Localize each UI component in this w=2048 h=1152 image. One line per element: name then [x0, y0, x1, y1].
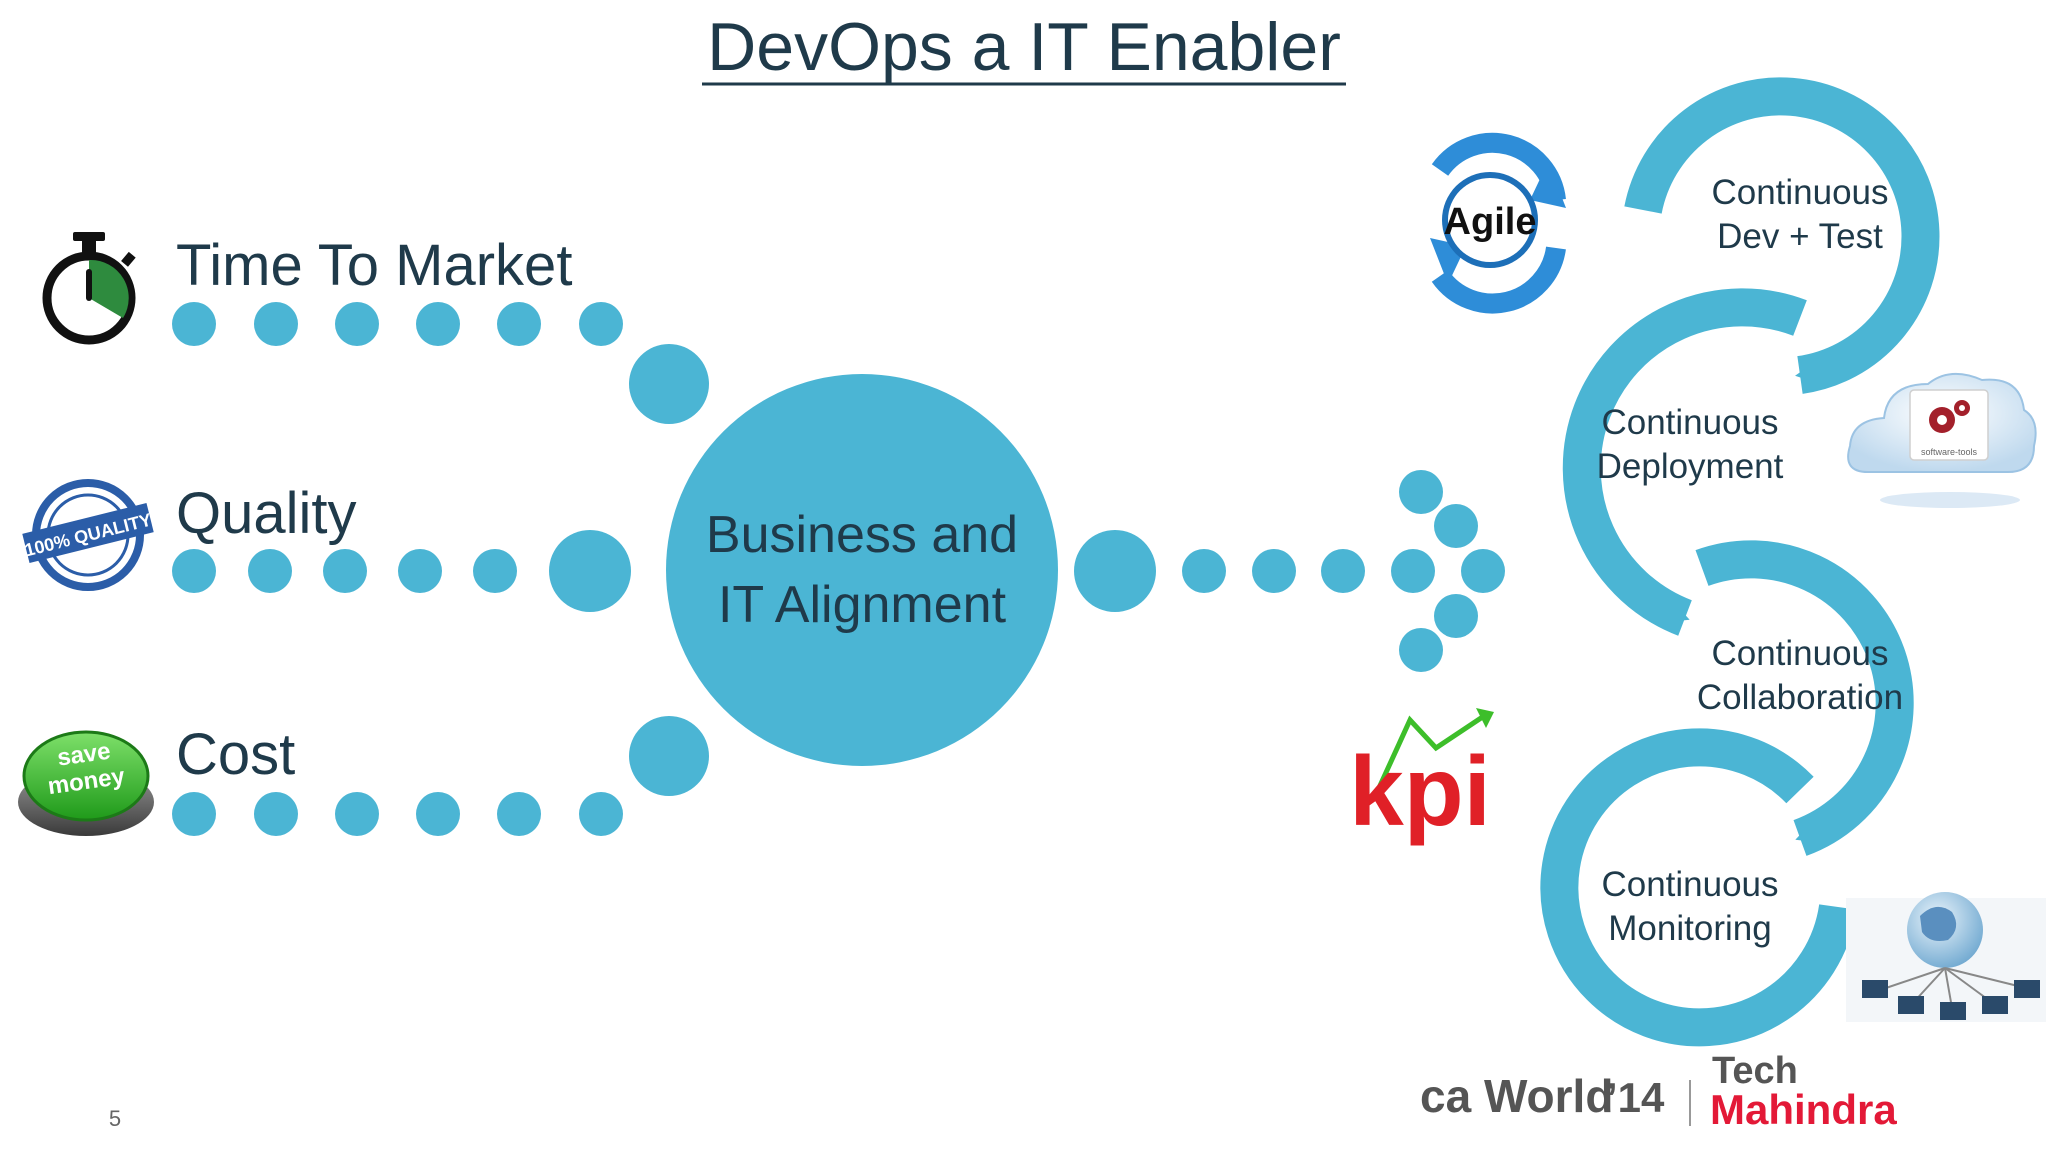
page-number: 5: [109, 1106, 121, 1131]
cycle-arc-deployment: [1562, 288, 1807, 636]
flow-dot: [1182, 549, 1226, 593]
center-text-line1: Business and: [706, 506, 1018, 564]
cycle-step-line1: Continuous: [1711, 173, 1888, 212]
flow-dot: [254, 302, 298, 346]
flow-dot: [579, 792, 623, 836]
cycle-step-line1: Continuous: [1601, 403, 1778, 442]
flow-dot: [335, 792, 379, 836]
flow-dot: [172, 549, 216, 593]
cycle-step-dev-test: Continuous Dev + Test: [1711, 173, 1888, 256]
tech-text: Tech: [1712, 1050, 1798, 1092]
cycle-arc-collaboration: [1695, 540, 1914, 856]
kpi-label: kpi: [1349, 736, 1491, 846]
agile-icon: Agile: [1430, 132, 1566, 314]
business-it-alignment: Business and IT Alignment: [666, 374, 1058, 766]
flow-dot: [1399, 628, 1443, 672]
flow-dot: [398, 549, 442, 593]
cloud-tools-icon: software-tools: [1847, 373, 2037, 508]
flow-dot: [254, 792, 298, 836]
driver-label: Cost: [176, 722, 295, 787]
center-circle: [666, 374, 1058, 766]
ca-world-logo: ca World ’14: [1420, 1070, 1665, 1122]
center-text-line2: IT Alignment: [718, 576, 1007, 634]
flow-dot: [1399, 470, 1443, 514]
flow-dot: [1391, 549, 1435, 593]
flow-dot: [172, 792, 216, 836]
flow-dot: [497, 302, 541, 346]
slide-title: DevOps a IT Enabler: [707, 9, 1341, 85]
cloud-caption: software-tools: [1921, 447, 1978, 457]
driver-cost: save money Cost: [18, 722, 295, 836]
flow-dots-output: [1074, 470, 1505, 672]
flow-dot: [416, 792, 460, 836]
flow-dots-time-to-market: [172, 302, 709, 424]
flow-dot-large: [549, 530, 631, 612]
driver-quality: 100% QUALITY Quality: [22, 477, 357, 593]
driver-label: Quality: [176, 481, 357, 546]
flow-dot: [335, 302, 379, 346]
cycle-step-monitoring: Continuous Monitoring: [1601, 865, 1778, 948]
flow-dot: [1434, 504, 1478, 548]
flow-dot: [497, 792, 541, 836]
ca-world-year: ’14: [1606, 1074, 1665, 1121]
tech-mahindra-logo: Tech Mahindra: [1710, 1050, 1897, 1133]
flow-dot: [416, 302, 460, 346]
cycle-step-collaboration: Continuous Collaboration: [1697, 634, 1903, 717]
flow-dot: [323, 549, 367, 593]
cycle-step-line2: Monitoring: [1608, 909, 1771, 948]
flow-dot-large: [629, 716, 709, 796]
quality-seal-icon: 100% QUALITY: [22, 477, 154, 593]
flow-dot: [579, 302, 623, 346]
cycle-arc-monitoring: [1540, 728, 1857, 1047]
flow-dot: [473, 549, 517, 593]
network-globe-icon: [1846, 892, 2046, 1022]
flow-dots-quality: [172, 530, 631, 612]
flow-dot: [172, 302, 216, 346]
cycle-arc-dev-test: [1624, 77, 1940, 394]
flow-dot: [248, 549, 292, 593]
cycle-step-line1: Continuous: [1711, 634, 1888, 673]
flow-dot-large: [1074, 530, 1156, 612]
ca-world-text: ca World: [1420, 1070, 1613, 1122]
flow-dots-cost: [172, 716, 709, 836]
stopwatch-icon: [42, 232, 136, 345]
flow-dot: [1321, 549, 1365, 593]
flow-dot: [1434, 594, 1478, 638]
cycle-step-line2: Collaboration: [1697, 678, 1903, 717]
flow-dot-large: [629, 344, 709, 424]
cycle-step-line1: Continuous: [1601, 865, 1778, 904]
agile-label: Agile: [1444, 201, 1537, 243]
kpi-icon: kpi: [1349, 708, 1494, 846]
flow-dot: [1461, 549, 1505, 593]
cycle-step-line2: Dev + Test: [1717, 217, 1883, 256]
save-money-button-icon: save money: [18, 730, 154, 836]
cycle-step-deployment: Continuous Deployment: [1597, 403, 1784, 486]
stopwatch-elapsed-fill: [89, 259, 129, 318]
mahindra-text: Mahindra: [1710, 1086, 1897, 1133]
flow-dot: [1252, 549, 1296, 593]
cycle-step-line2: Deployment: [1597, 447, 1784, 486]
driver-time-to-market: Time To Market: [42, 232, 572, 345]
devops-cycle: Continuous Dev + Test Continuous Deploym…: [1540, 77, 1940, 1047]
driver-label: Time To Market: [176, 233, 572, 298]
